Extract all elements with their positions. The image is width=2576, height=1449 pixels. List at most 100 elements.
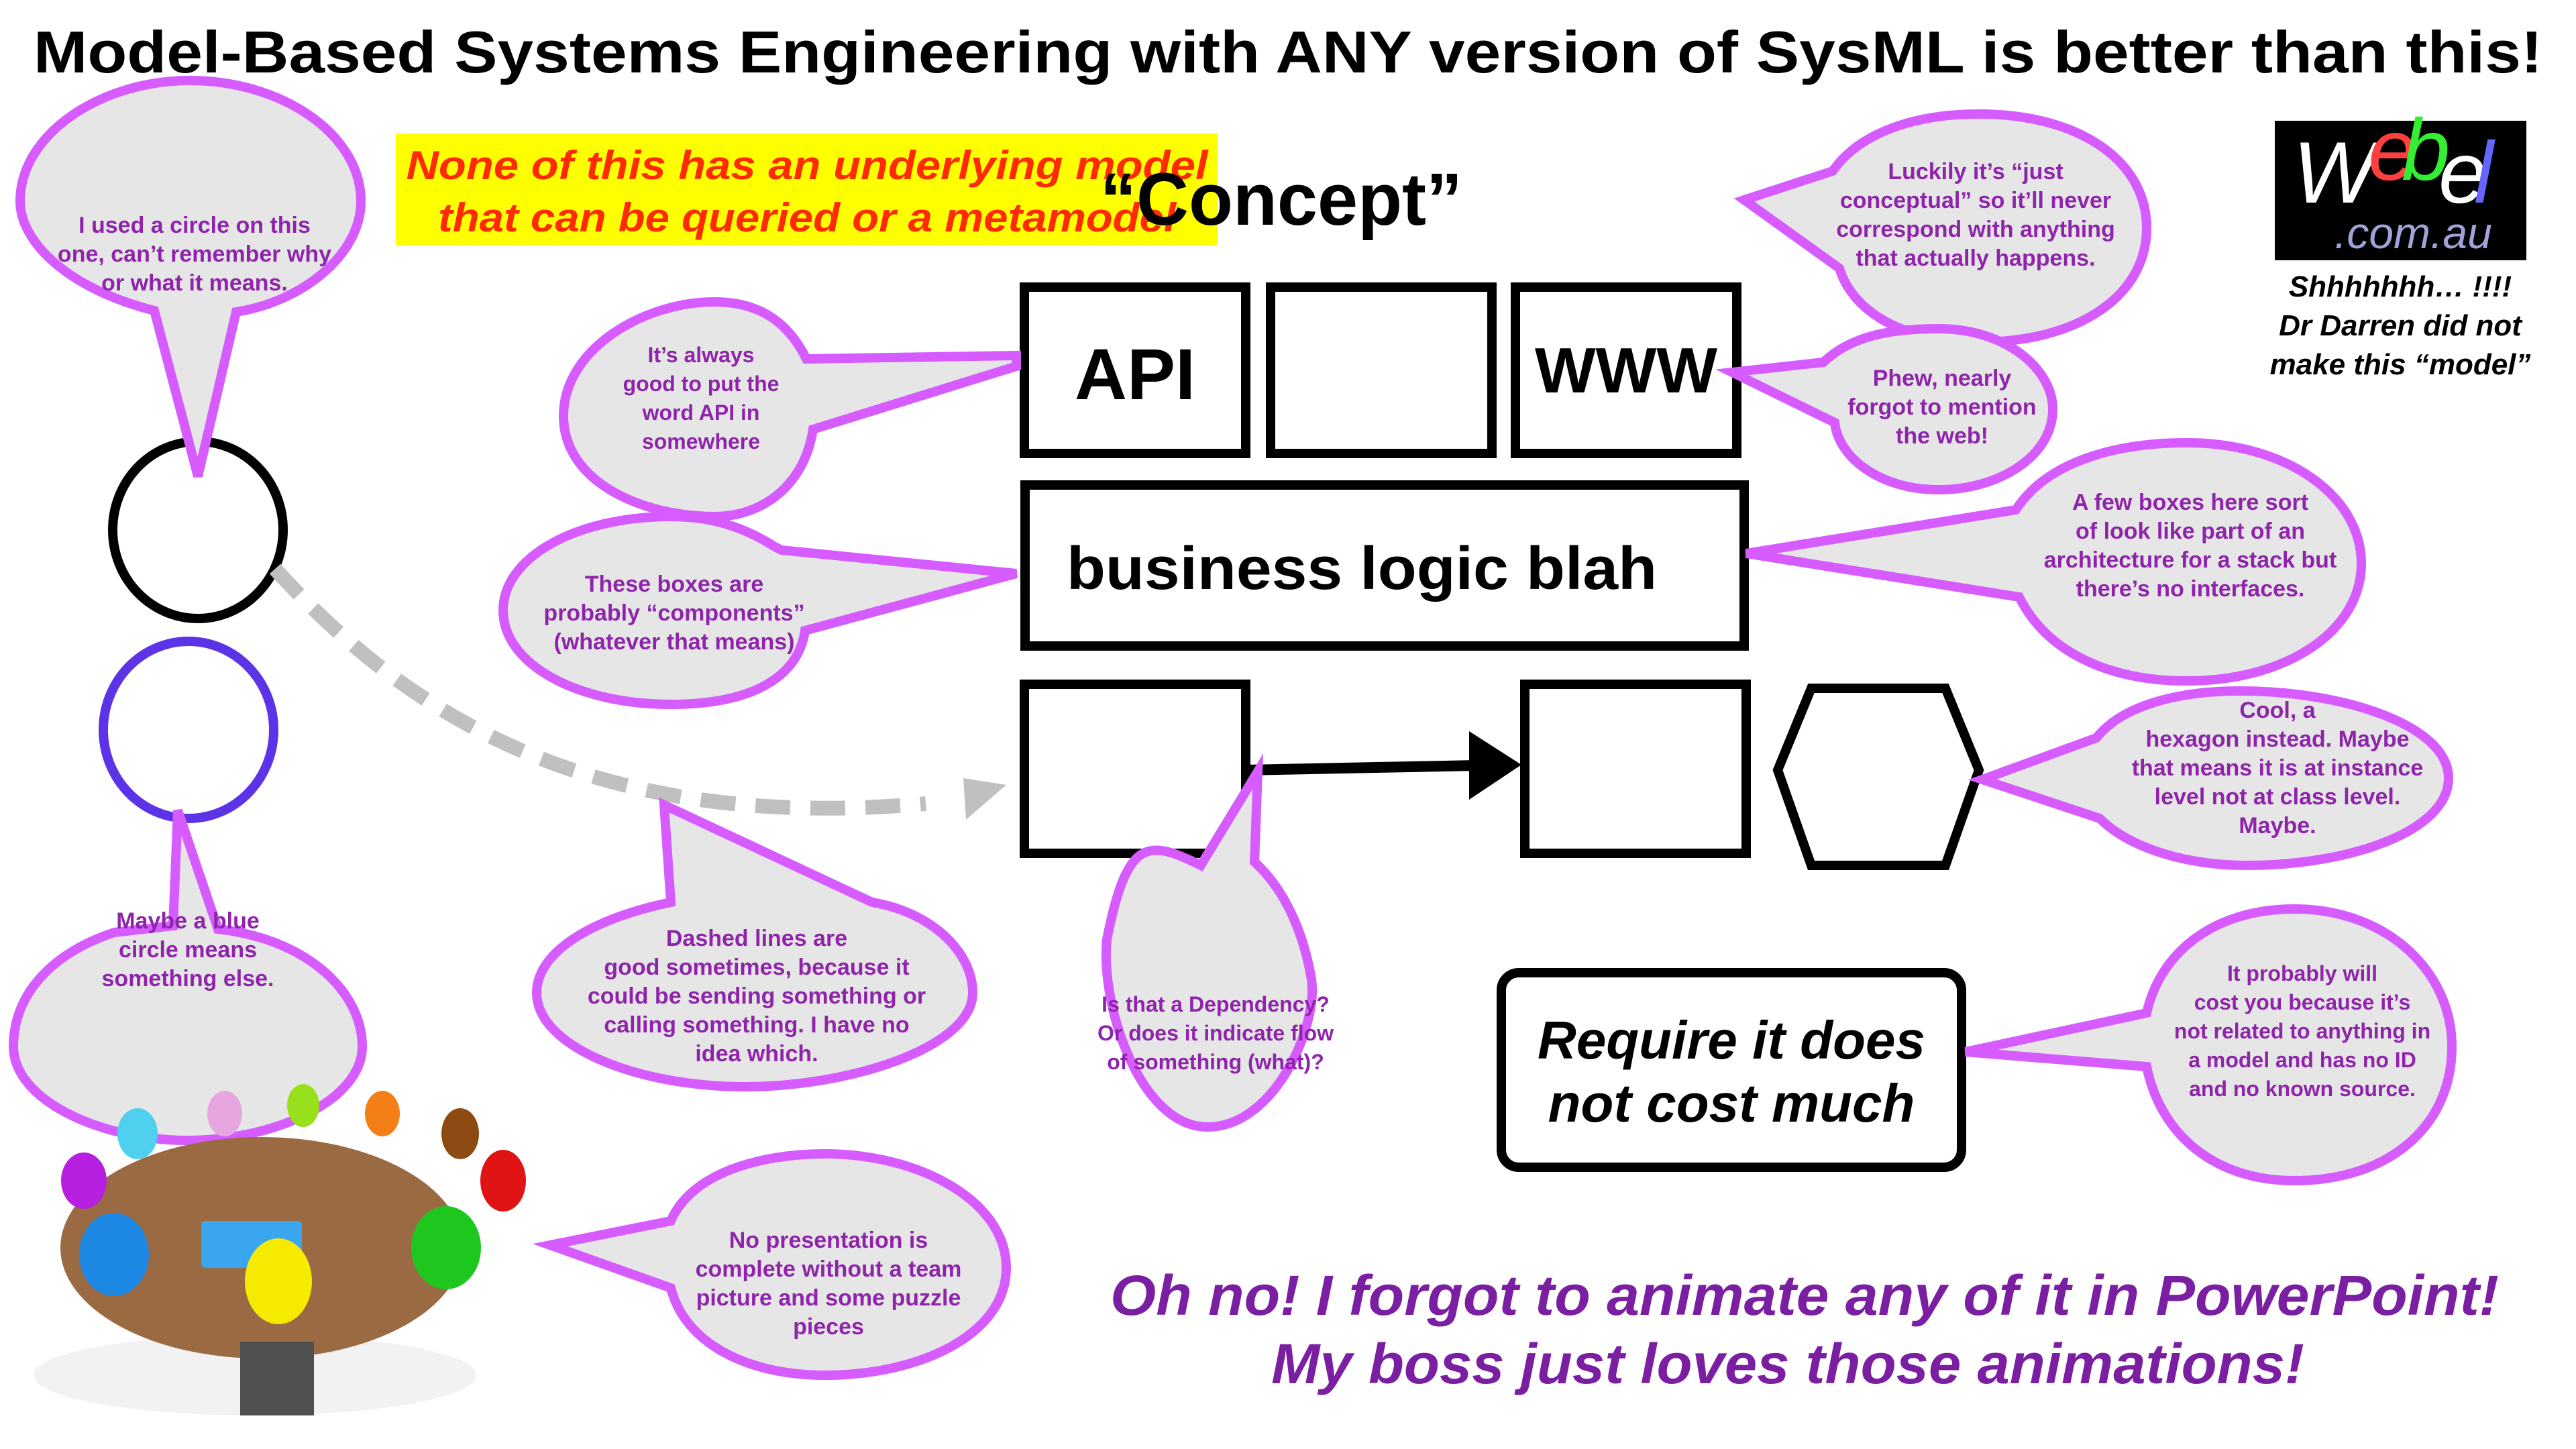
- footer-line-2: My boss just loves those animations!: [1271, 1332, 2304, 1395]
- team-picture: [34, 1084, 526, 1415]
- bubble-text-line: that means it is at instance: [2132, 755, 2424, 781]
- bubble-stack-text: A few boxes here sort of look like part …: [2044, 490, 2337, 602]
- webel-logo: W e b e l .com.au: [2275, 101, 2526, 260]
- figure-blue: [79, 1213, 149, 1296]
- bubble-cost: [1964, 904, 2457, 1186]
- bubble-web-text: Phew, nearly forgot to mention the web!: [1847, 366, 2036, 449]
- warning-banner: None of this has an underlying model tha…: [396, 133, 1218, 245]
- bubble-text-line: Dashed lines are: [666, 926, 847, 951]
- bubble-text-line: correspond with anything: [1836, 217, 2115, 242]
- bubble-dependency: [1102, 753, 1317, 1132]
- chair-front: [240, 1342, 314, 1415]
- logo-letter-b: b: [2402, 101, 2450, 199]
- bubble-web: [1715, 323, 2058, 495]
- bubble-text-line: Cool, a: [2239, 698, 2316, 723]
- bubble-text-line: It’s always: [648, 343, 755, 367]
- bubble-text-line: one, can’t remember why: [58, 241, 331, 267]
- bubble-text-line: Is that a Dependency?: [1102, 992, 1330, 1016]
- bubble-dashed: [531, 797, 978, 1092]
- bubble-text-line: idea which.: [695, 1041, 818, 1067]
- bubble-text-line: A few boxes here sort: [2072, 490, 2308, 515]
- bubble-circle: [15, 75, 366, 478]
- logo-letter-w: W: [2293, 123, 2382, 221]
- bubble-text-line: Or does it indicate flow: [1097, 1021, 1334, 1045]
- bubble-hexagon-text: Cool, a hexagon instead. Maybe that mean…: [2132, 698, 2424, 839]
- bubble-text-line: level not at class level.: [2155, 784, 2401, 810]
- bubble-text-line: the web!: [1896, 423, 1988, 449]
- team-figures: [61, 1084, 526, 1324]
- bubble-text-line: cost you because it’s: [2194, 990, 2410, 1014]
- bubble-dependency-text: Is that a Dependency? Or does it indicat…: [1097, 992, 1334, 1074]
- bubble-text-line: It probably will: [2227, 961, 2377, 985]
- bubble-components-text: These boxes are probably “components” (w…: [543, 572, 804, 655]
- bubble-text-line: something else.: [102, 966, 274, 991]
- figure-cyan: [117, 1108, 158, 1159]
- figure-red: [480, 1150, 526, 1212]
- bubble-text-line: architecture for a stack but: [2044, 547, 2337, 573]
- bubble-text-line: hexagon instead. Maybe: [2146, 727, 2410, 752]
- blank-box-top[interactable]: [1266, 282, 1497, 458]
- requirement-line-2: not cost much: [1548, 1073, 1915, 1133]
- hexagon-shape[interactable]: [1772, 684, 1984, 870]
- blue-circle[interactable]: [99, 637, 278, 823]
- figure-brown: [441, 1108, 479, 1159]
- bubble-text-line: circle means: [119, 937, 257, 963]
- bubble-text-line: a model and has no ID: [2188, 1048, 2416, 1072]
- bubble-text-line: I used a circle on this: [78, 213, 311, 238]
- bubble-text-line: These boxes are: [585, 572, 763, 597]
- figure-lime: [287, 1084, 319, 1127]
- bubble-text-line: and no known source.: [2189, 1077, 2416, 1101]
- bubble-api: [558, 297, 1021, 522]
- logo-domain: .com.au: [2334, 208, 2492, 258]
- solid-connector[interactable]: [1245, 760, 1477, 775]
- bubble-text-line: or what it means.: [101, 270, 288, 296]
- bubble-dashed-text: Dashed lines are good sometimes, because…: [588, 926, 926, 1067]
- business-logic-label: business logic blah: [1067, 535, 1657, 602]
- bubble-hexagon: [1968, 686, 2454, 871]
- solid-arrowhead-icon: [1469, 731, 1521, 800]
- bubble-text-line: there’s no interfaces.: [2076, 576, 2305, 602]
- bubble-text-line: that actually happens.: [1856, 246, 2095, 271]
- bubble-components: [498, 511, 1018, 710]
- bubble-stack: [1745, 437, 2367, 686]
- requirement-line-1: Require it does: [1538, 1010, 1925, 1070]
- bubble-text-line: No presentation is: [729, 1228, 928, 1253]
- blank-box-left[interactable]: [1020, 680, 1250, 858]
- bubble-text-line: picture and some puzzle: [696, 1285, 961, 1311]
- requirement-box[interactable]: [1497, 968, 1966, 1172]
- bubble-text-line: probably “components”: [543, 600, 804, 626]
- bubble-text-line: forgot to mention: [1847, 394, 2036, 420]
- bubble-concept-text: Luckily it’s “just conceptual” so it’ll …: [1836, 159, 2115, 271]
- figure-purple: [61, 1152, 107, 1209]
- bubble-text-line: Maybe a blue: [116, 908, 260, 934]
- bubble-text-line: somewhere: [642, 429, 760, 453]
- logo-letter-l: l: [2474, 123, 2496, 221]
- bubble-text-line: Luckily it’s “just: [1888, 159, 2063, 184]
- figure-yellow: [245, 1238, 312, 1324]
- warning-banner-bg: [396, 133, 1218, 245]
- warning-line-1: None of this has an underlying model: [407, 143, 1209, 188]
- disclaimer-line-3: make this “model”: [2270, 348, 2531, 381]
- bubble-blue-circle: [8, 808, 368, 1146]
- bubble-text-line: of look like part of an: [2076, 519, 2305, 544]
- figure-green: [411, 1206, 481, 1289]
- bubble-text-line: conceptual” so it’ll never: [1840, 188, 2111, 213]
- bubble-text-line: good sometimes, because it: [604, 955, 909, 980]
- footer-line-1: Oh no! I forgot to animate any of it in …: [1110, 1264, 2499, 1327]
- www-box-label: WWW: [1535, 335, 1717, 407]
- bubble-team-text: No presentation is complete without a te…: [696, 1228, 962, 1340]
- bubble-text-line: Maybe.: [2239, 813, 2316, 839]
- bubble-blue-circle-text: Maybe a blue circle means something else…: [102, 908, 274, 991]
- api-box[interactable]: [1020, 282, 1250, 458]
- disclaimer-line-2: Dr Darren did not: [2279, 309, 2523, 342]
- www-box[interactable]: [1511, 282, 1741, 458]
- bubble-text-line: good to put the: [623, 372, 780, 396]
- disclaimer-line-1: Shhhhhhh… !!!!: [2289, 270, 2512, 303]
- blank-box-right[interactable]: [1520, 680, 1751, 858]
- bubble-text-line: word API in: [642, 400, 760, 425]
- logo-background: [2275, 121, 2526, 260]
- bubble-text-line: pieces: [793, 1314, 864, 1340]
- business-logic-box[interactable]: [1020, 480, 1749, 651]
- warning-line-2: that can be queried or a metamodel: [438, 195, 1177, 240]
